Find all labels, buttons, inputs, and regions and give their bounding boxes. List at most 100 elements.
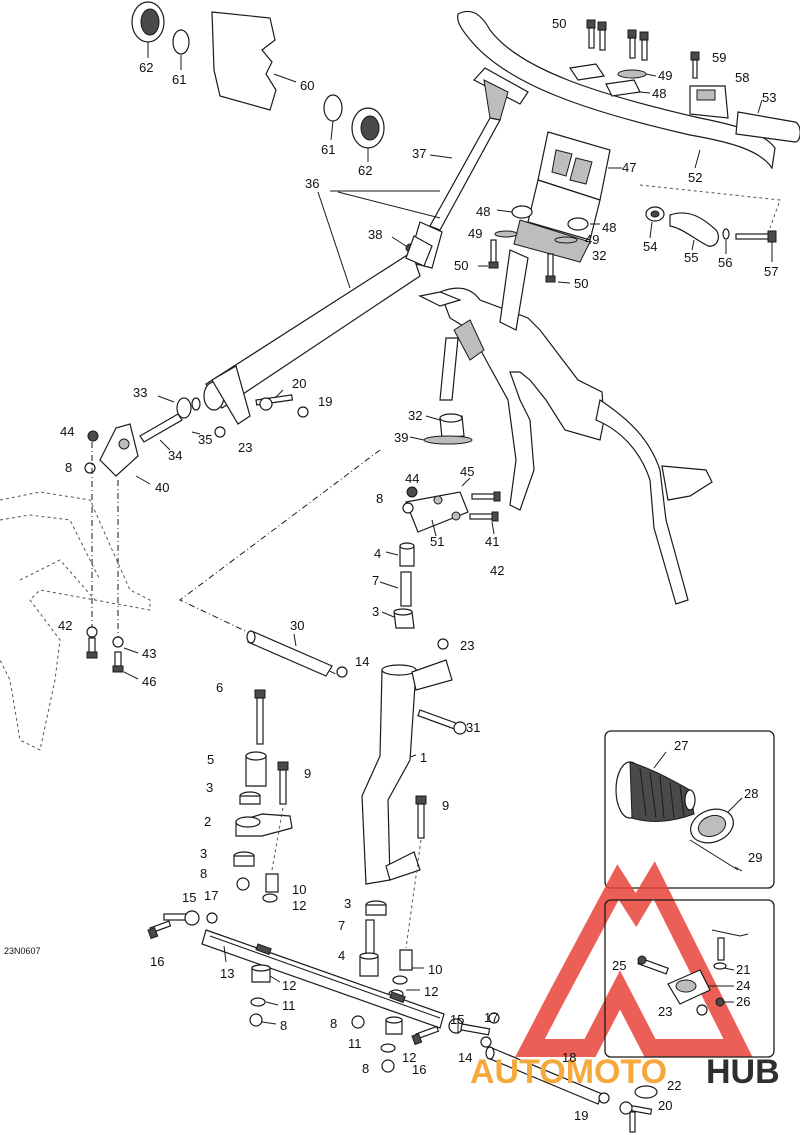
cable-tie-29 [689,839,743,872]
callout-60: 60 [300,78,314,93]
callout-32: 32 [408,408,422,423]
callout-42: 42 [58,618,72,633]
grip-53 [735,111,800,143]
bearing-3-top [393,608,415,629]
callout-11: 11 [282,998,296,1013]
callout-38: 38 [368,227,382,242]
callout-26: 26 [736,994,750,1009]
nut-14-lower [480,1036,492,1048]
rod-30 [246,630,333,677]
o-ring-61-mid [323,94,343,122]
bolt-34 [139,413,183,443]
washer-42-left [86,626,98,638]
bolt-25 [637,955,669,975]
callout-14: 14 [458,1050,472,1065]
drag-link-13 [201,929,445,1029]
callout-20: 20 [658,1098,672,1113]
nut-14-top [336,666,348,678]
callout-49: 49 [468,226,482,241]
callout-16: 16 [412,1062,426,1077]
callout-2: 2 [204,814,211,829]
callout-62: 62 [139,60,153,75]
nut-17-left [206,912,218,924]
nut-19-bottom [598,1092,610,1104]
nut-23-top [214,426,226,438]
callout-51: 51 [430,534,444,549]
bushing-33 [176,397,201,419]
callout-19: 19 [318,394,332,409]
stud-21 [711,929,749,970]
callout-17: 17 [204,888,218,903]
nut-8-bottom-center [381,1059,395,1073]
bolt-16-left [147,920,172,940]
nut-17-right [488,1012,500,1024]
callout-27: 27 [674,738,688,753]
nut-23-inset [696,1004,708,1016]
callout-8: 8 [280,1018,287,1033]
bolt-16-right [411,1025,440,1046]
callout-5: 5 [207,752,214,767]
nut-26 [715,997,725,1007]
nut-8-left [84,462,96,474]
bolts-45-41 [469,491,501,522]
nut-8-lower-left [249,1013,263,1027]
bolt-46 [112,651,124,673]
callout-11: 11 [348,1036,362,1051]
nut-8-left-lower [236,877,250,891]
callout-22: 22 [667,1078,681,1093]
balljoint-24 [667,969,711,1005]
callout-49: 49 [585,232,599,247]
clamp-cap-49 [568,63,606,81]
splined-shaft-7-top [400,571,412,607]
callout-52: 52 [688,170,702,185]
callout-34: 34 [168,448,182,463]
callout-9: 9 [304,766,311,781]
callout-30: 30 [290,618,304,633]
bolt-9-left [277,761,289,805]
callout-39: 39 [394,430,408,445]
callout-50: 50 [552,16,566,31]
callout-9: 9 [442,798,449,813]
tie-rod-end-15-left [163,910,200,926]
spacer-4-top [399,542,415,567]
clamp-48-right [567,217,589,231]
spacer-5 [245,751,267,787]
callout-4: 4 [338,948,345,963]
callout-45: 45 [460,464,474,479]
callout-17: 17 [484,1010,498,1025]
callout-3: 3 [200,846,207,861]
callout-47: 47 [622,160,636,175]
callout-46: 46 [142,674,156,689]
callout-58: 58 [735,70,749,85]
tie-rod-end-15-right [448,1018,491,1036]
cover-plate-60 [211,11,277,111]
callout-31: 31 [466,720,480,735]
callout-61: 61 [172,72,186,87]
lever-55 [669,212,720,247]
washer-11-left [250,997,266,1007]
callout-42: 42 [490,563,504,578]
callout-49: 49 [658,68,672,83]
bracket-40 [99,423,139,477]
callout-8: 8 [376,491,383,506]
nut-19-top [297,406,309,418]
callout-48: 48 [652,86,666,101]
rod-18 [485,1046,603,1105]
tie-rod-end-20-bottom [619,1101,653,1133]
washer-56 [722,228,730,240]
callout-50: 50 [574,276,588,291]
callout-12: 12 [292,898,306,913]
steering-support-frame [418,249,713,605]
reference-code: 23N0607 [4,946,41,956]
clamp-cap-48 [605,79,641,97]
callout-8: 8 [362,1061,369,1076]
callout-labels: 62 61 60 61 62 37 36 38 33 44 8 35 34 40… [58,16,778,1123]
callout-44: 44 [405,471,419,486]
tie-rod-end-20-top [255,394,294,411]
callout-32: 32 [592,248,606,263]
callout-48: 48 [476,204,490,219]
watermark-auto: AUTOMOTO [470,1053,667,1091]
bushing-10-left [265,873,279,893]
bolt-6 [254,689,266,745]
nut-44-center [406,486,418,498]
